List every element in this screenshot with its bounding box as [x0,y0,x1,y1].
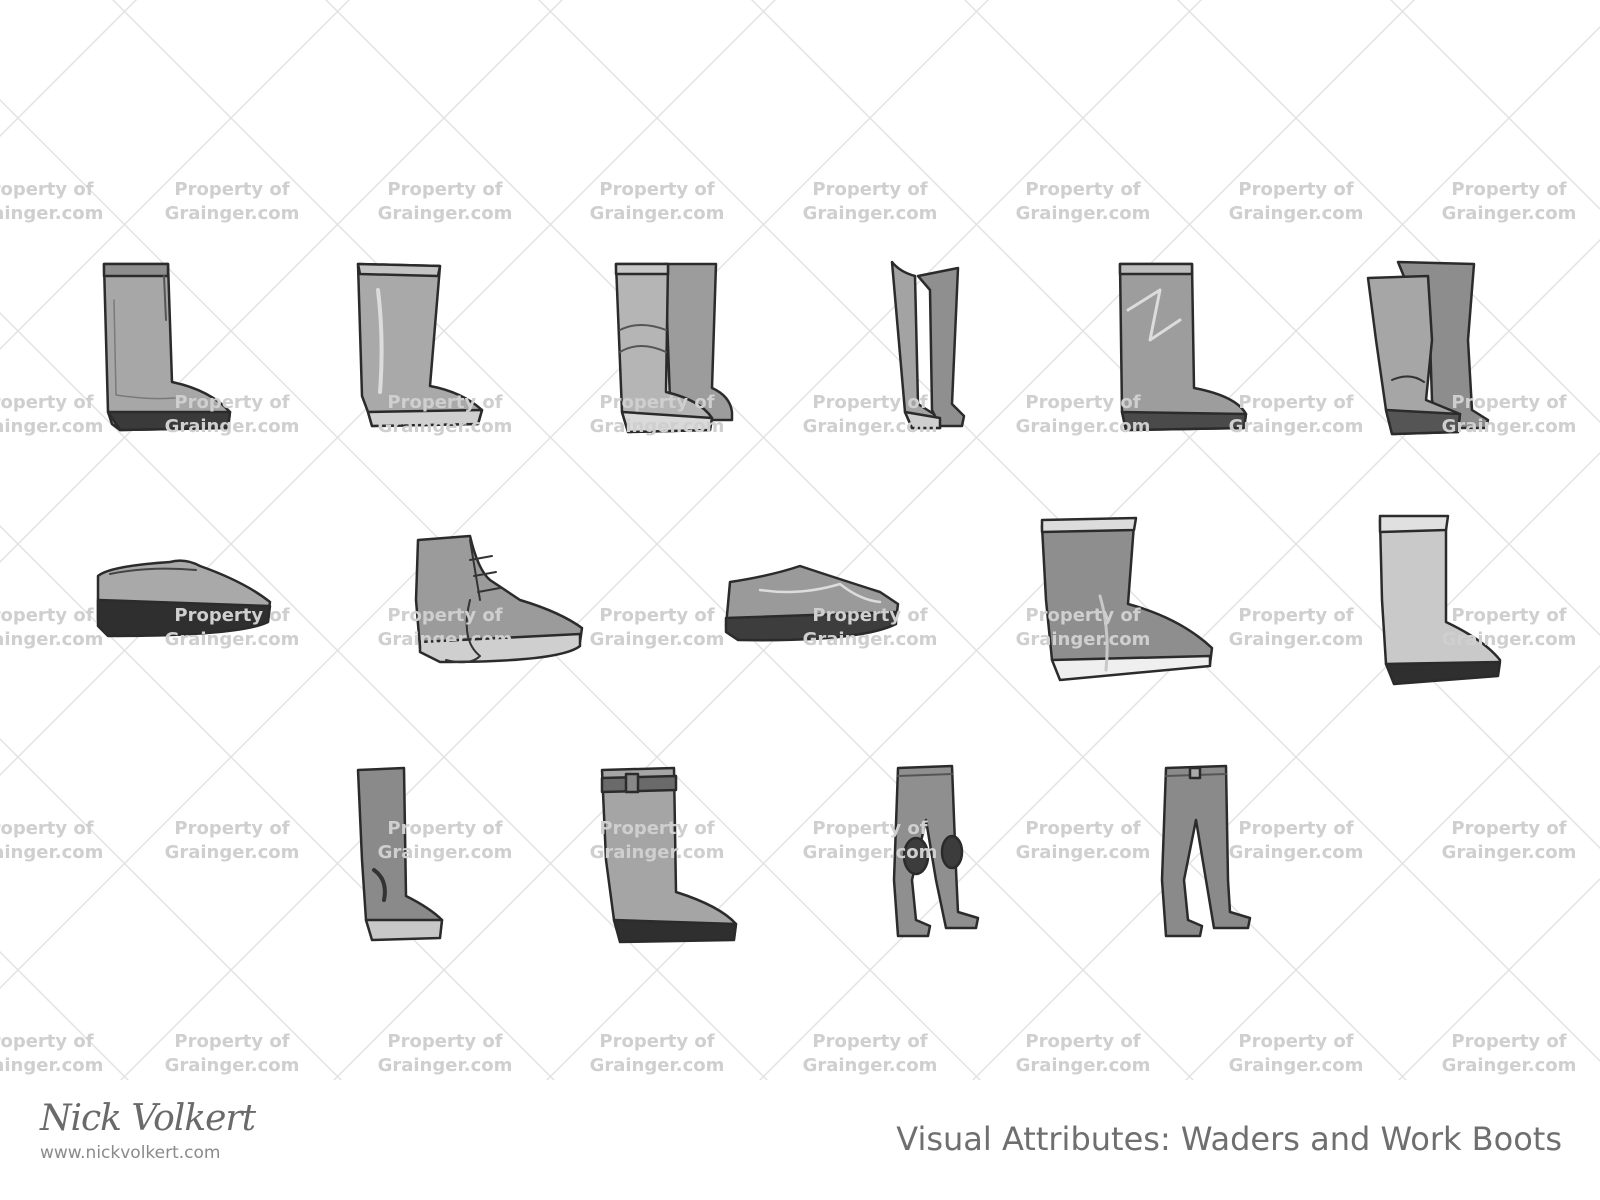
boot-laced-work-illustration [414,534,584,664]
boot-slim-tall-illustration [356,766,444,942]
boot-strap-rubber-illustration [600,766,738,944]
boot-light-rubber-illustration [1378,514,1502,686]
boot-zip-rubber-illustration [102,262,232,432]
boot-hip-wader-pair-illustration [1366,260,1490,436]
page-title: Visual Attributes: Waders and Work Boots [896,1120,1562,1158]
shoe-slip-on-illustration [724,564,900,642]
wader-waist-kneepad-illustration [892,764,980,938]
watermark-grid [0,0,1600,1080]
artist-signature: Nick Volkert [40,1098,256,1139]
boot-geometric-illustration [1118,262,1248,432]
boot-hip-wader-illustration [890,260,966,430]
wader-waist-illustration [1160,764,1252,938]
boot-deck-illustration [1040,516,1214,682]
boot-tall-rubber-illustration [356,262,484,428]
boot-pair-wave-illustration [614,262,734,434]
artist-website[interactable]: www.nickvolkert.com [40,1143,221,1163]
clog-rubber-illustration [96,559,272,638]
